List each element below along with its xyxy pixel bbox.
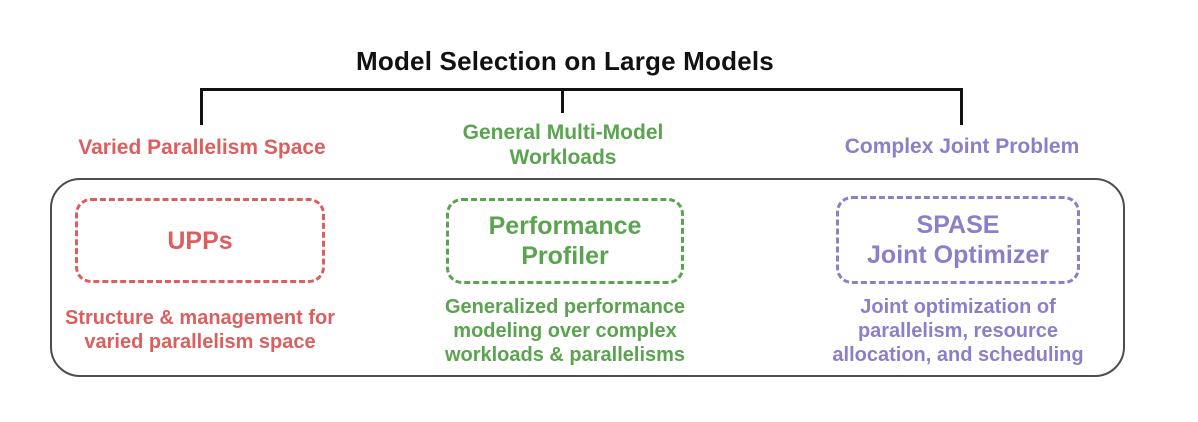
bracket-drop-center bbox=[561, 88, 564, 113]
spase-joint-optimizer-box: SPASE Joint Optimizer bbox=[836, 196, 1080, 284]
upps-box: UPPs bbox=[75, 198, 325, 283]
upps-description: Structure & management for varied parall… bbox=[64, 307, 336, 353]
column-upps: UPPs Structure & management for varied p… bbox=[50, 198, 350, 354]
branch-label-complex-joint-problem: Complex Joint Problem bbox=[844, 135, 1080, 158]
system-components-container bbox=[50, 178, 1125, 377]
bracket-drop-right bbox=[960, 88, 963, 125]
spase-joint-optimizer-description: Joint optimization of parallelism, resou… bbox=[832, 296, 1084, 366]
column-performance-profiler: Performance Profiler Generalized perform… bbox=[415, 198, 715, 367]
bracket-horizontal-line bbox=[200, 88, 963, 91]
column-spase-joint-optimizer: SPASE Joint Optimizer Joint optimization… bbox=[808, 196, 1108, 367]
performance-profiler-description: Generalized performance modeling over co… bbox=[444, 296, 686, 366]
branch-label-varied-parallelism-space: Varied Parallelism Space bbox=[78, 136, 326, 159]
performance-profiler-box: Performance Profiler bbox=[446, 198, 684, 284]
branch-label-general-multi-model-workloads: General Multi-Model Workloads bbox=[462, 121, 664, 169]
diagram-title: Model Selection on Large Models bbox=[356, 46, 774, 76]
bracket-drop-left bbox=[200, 88, 203, 125]
